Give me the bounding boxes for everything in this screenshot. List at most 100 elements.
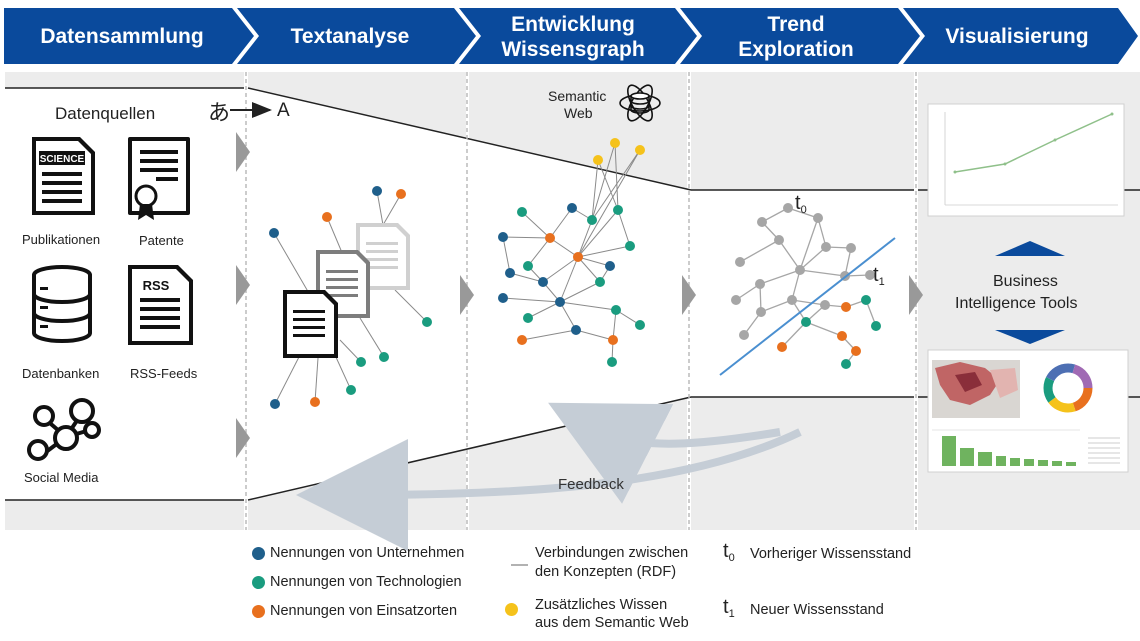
- graph-node-company: [498, 232, 508, 242]
- graph-node-place: [841, 302, 851, 312]
- graph-edge: [617, 209, 631, 247]
- graph-edge: [527, 301, 561, 319]
- char-target: A: [277, 100, 290, 121]
- funnel-top-line: [247, 87, 692, 191]
- publication-icon: SCIENCE: [32, 137, 95, 215]
- graph-edge: [577, 256, 601, 283]
- rss-icon: RSS: [128, 265, 193, 345]
- flow-arrow-1a: [236, 132, 250, 172]
- graph-edge: [394, 289, 428, 323]
- graph-edge: [273, 232, 311, 296]
- graph-node-place: [837, 331, 847, 341]
- graph-node-company: [538, 277, 548, 287]
- graph-node-technology: [523, 313, 533, 323]
- graph-node-technology: [523, 261, 533, 271]
- graph-edge: [559, 301, 577, 331]
- graph-edge: [521, 211, 551, 239]
- graph-node-technology: [841, 359, 851, 369]
- graph-node-place: [322, 212, 332, 222]
- graph-node-trend_node: [821, 242, 831, 252]
- graph-edge: [521, 329, 577, 341]
- document-icon-dark: [283, 290, 338, 358]
- graph-node-trend_node: [774, 235, 784, 245]
- graph-edge: [778, 239, 801, 271]
- legend-dot-place: [252, 605, 265, 618]
- graph-node-trend_node: [739, 330, 749, 340]
- graph-edge: [577, 149, 641, 258]
- bi-up-triangle: [995, 241, 1065, 256]
- graph-node-technology: [613, 205, 623, 215]
- graph-edge: [612, 309, 617, 341]
- step-chevron-3: [459, 8, 697, 64]
- flow-arrow-1b: [236, 265, 250, 305]
- legend-dot-company: [252, 547, 265, 560]
- legend-t0-symbol: t0: [723, 540, 735, 564]
- graph-edge: [791, 269, 801, 301]
- graph-edge: [591, 142, 616, 221]
- legend-technologies: Nennungen von Technologien: [270, 574, 462, 590]
- step-label-2: Textanalyse: [291, 25, 410, 48]
- label-publikationen: Publikationen: [22, 232, 101, 247]
- graph-node-place: [851, 346, 861, 356]
- graph-edge: [739, 239, 780, 263]
- graph-edge: [314, 357, 319, 403]
- graph-node-company: [269, 228, 279, 238]
- graph-node-company: [605, 261, 615, 271]
- dashboard-line-chart-thumbnail: [927, 103, 1125, 217]
- bi-down-triangle: [995, 330, 1065, 344]
- semantic-web-label-2: Web: [564, 105, 593, 121]
- graph-node-trend_node: [757, 217, 767, 227]
- graph-node-technology: [607, 357, 617, 367]
- graph-node-company: [505, 268, 515, 278]
- graph-node-trend_node: [813, 213, 823, 223]
- svg-text:RSS: RSS: [143, 278, 170, 293]
- graph-edge: [799, 246, 827, 271]
- legend-connections-1: Verbindungen zwischen: [535, 545, 689, 561]
- graph-edge: [334, 354, 352, 391]
- flow-arrow-4: [909, 275, 923, 315]
- graph-edge: [274, 354, 301, 405]
- graph-node-place: [545, 233, 555, 243]
- step-label-4b: Exploration: [738, 38, 854, 61]
- legend-semantic-1: Zusätzliches Wissen: [535, 597, 668, 613]
- graph-edge: [817, 217, 827, 248]
- graph-edge: [549, 237, 579, 258]
- graph-node-company: [555, 297, 565, 307]
- legend-companies: Nennungen von Unternehmen: [270, 545, 465, 561]
- step-label-4a: Trend: [767, 13, 824, 36]
- step-label-3a: Entwicklung: [511, 13, 635, 36]
- patent-icon: [128, 137, 190, 220]
- graph-edge: [799, 217, 819, 271]
- flow-arrow-2: [460, 275, 474, 315]
- graph-node-technology: [587, 215, 597, 225]
- graph-node-company: [372, 186, 382, 196]
- graph-node-company: [567, 203, 577, 213]
- graph-node-technology: [356, 357, 366, 367]
- legend-t1-label: Neuer Wissensstand: [750, 602, 884, 618]
- graph-node-place: [777, 342, 787, 352]
- graph-edge: [614, 142, 619, 211]
- graph-node-semantic: [593, 155, 603, 165]
- graph-node-technology: [346, 385, 356, 395]
- graph-node-trend_node: [783, 203, 793, 213]
- graph-node-trend_node: [820, 300, 830, 310]
- graph-node-trend_node: [787, 295, 797, 305]
- graph-edge: [502, 236, 551, 239]
- graph-edge: [760, 299, 793, 313]
- graph-node-company: [498, 293, 508, 303]
- flow-arrow-3: [682, 275, 696, 315]
- graph-edge: [359, 317, 385, 358]
- graph-edge: [591, 149, 641, 221]
- graph-edge: [591, 159, 599, 221]
- graph-node-semantic: [610, 138, 620, 148]
- step-label-1: Datensammlung: [40, 25, 203, 48]
- graph-edge: [559, 256, 579, 303]
- char-source: あ: [208, 101, 231, 126]
- graph-node-place: [310, 397, 320, 407]
- graph-node-technology: [517, 207, 527, 217]
- step-label-3b: Wissensgraph: [501, 38, 644, 61]
- trend-line: [719, 237, 896, 376]
- graph-node-technology: [379, 352, 389, 362]
- graph-node-technology: [625, 241, 635, 251]
- legend-t1-symbol: t1: [723, 596, 735, 620]
